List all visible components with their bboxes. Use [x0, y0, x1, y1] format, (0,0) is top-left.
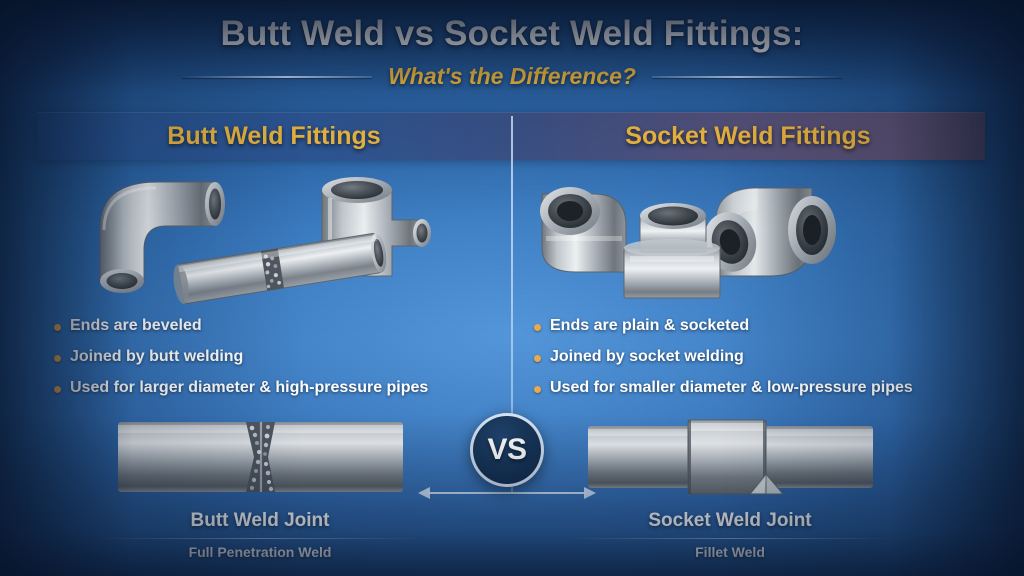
page-subtitle: What's the Difference?	[388, 63, 636, 89]
column-header-right: Socket Weld Fittings	[511, 112, 985, 160]
bullet-dot-icon	[54, 355, 61, 363]
bullet-item: Ends are beveled	[54, 316, 428, 335]
caption-rule	[565, 538, 895, 539]
bullet-item: Used for larger diameter & high-pressure…	[54, 378, 428, 397]
title-rule-right	[651, 75, 842, 78]
butt-weld-joint-illustration	[118, 422, 403, 492]
butt-weld-fittings-photo	[40, 164, 510, 304]
bullet-label: Joined by butt welding	[70, 348, 244, 366]
bullet-item: Used for smaller diameter & low-pressure…	[534, 378, 913, 397]
bullet-dot-icon	[54, 386, 61, 394]
socket-weld-fittings-photo	[520, 164, 990, 304]
bullet-item: Ends are plain & socketed	[534, 316, 913, 335]
bullet-label: Used for larger diameter & high-pressure…	[70, 379, 429, 397]
page-title: Butt Weld vs Socket Weld Fittings:	[220, 14, 804, 53]
subtitle-row: What's the Difference?	[0, 63, 1024, 90]
column-header-left: Butt Weld Fittings	[37, 112, 511, 160]
caption-rule	[95, 538, 425, 539]
bullet-dot-icon	[54, 324, 61, 331]
butt-weld-joint-diagram	[118, 418, 403, 496]
column-socket-weld: Ends are plain & socketed Joined by sock…	[520, 160, 990, 410]
caption-socket-weld-joint: Socket Weld Joint Fillet Weld	[520, 510, 940, 560]
bullet-dot-icon	[534, 386, 541, 394]
title-block: Butt Weld vs Socket Weld Fittings: What'…	[0, 14, 1024, 90]
column-heading-socket-weld: Socket Weld Fittings	[625, 121, 871, 150]
bullet-item: Joined by butt welding	[54, 347, 428, 366]
joint-title: Socket Weld Joint	[648, 510, 812, 531]
column-butt-weld: Ends are beveled Joined by butt welding …	[40, 160, 510, 410]
vs-label: VS	[487, 433, 527, 466]
socket-weld-fittings-illustration	[540, 187, 836, 299]
arrow-right-icon	[584, 487, 596, 499]
bullet-dot-icon	[534, 324, 541, 331]
column-heading-butt-weld: Butt Weld Fittings	[167, 121, 381, 150]
joint-title: Butt Weld Joint	[190, 510, 330, 531]
bullet-label: Ends are beveled	[70, 317, 202, 334]
socket-weld-joint-diagram	[588, 418, 873, 496]
vs-badge: VS	[470, 413, 544, 487]
arrow-line	[428, 492, 586, 494]
socket-weld-joint-illustration	[588, 419, 873, 495]
bullet-list-butt-weld: Ends are beveled Joined by butt welding …	[54, 316, 428, 410]
bullet-label: Ends are plain & socketed	[550, 317, 750, 334]
bullet-label: Used for smaller diameter & low-pressure…	[550, 379, 913, 397]
title-rule-left	[182, 75, 373, 78]
bullet-dot-icon	[534, 355, 541, 363]
bullet-item: Joined by socket welding	[534, 347, 913, 366]
bullet-label: Joined by socket welding	[550, 348, 744, 366]
caption-butt-weld-joint: Butt Weld Joint Full Penetration Weld	[50, 510, 470, 560]
butt-weld-fittings-illustration	[99, 177, 431, 304]
bullet-list-socket-weld: Ends are plain & socketed Joined by sock…	[534, 316, 913, 410]
joint-subtitle: Full Penetration Weld	[188, 544, 332, 560]
joint-subtitle: Fillet Weld	[695, 544, 765, 560]
comparison-arrow	[418, 486, 596, 500]
